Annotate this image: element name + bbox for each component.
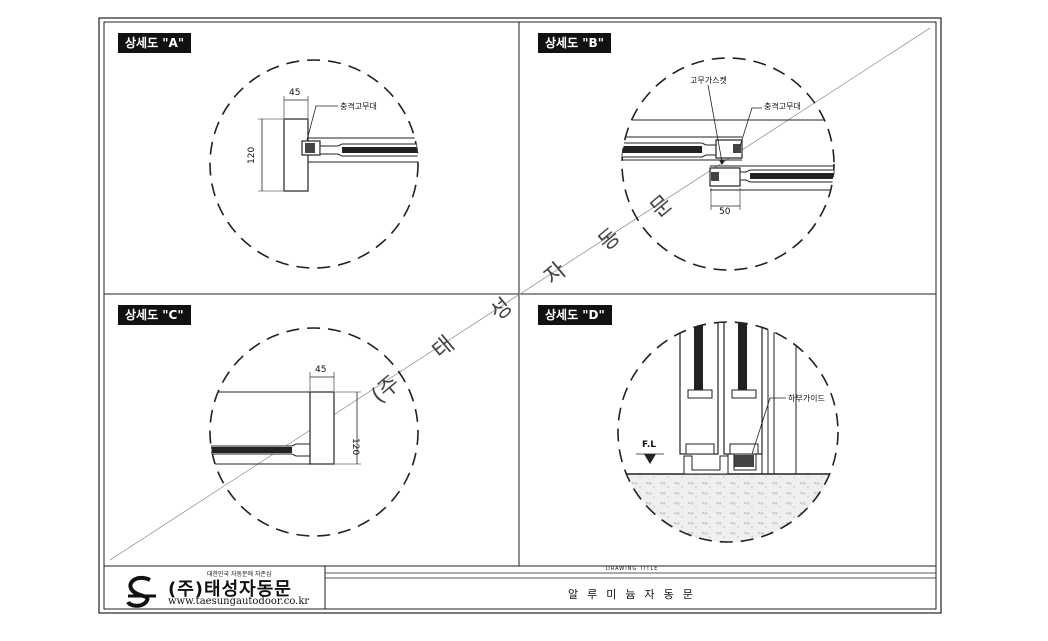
detail-b-callout-bumper: 충격고무대 — [764, 102, 801, 111]
detail-c-height-dim: 120 — [350, 438, 360, 456]
drawing-title: 알루미늄자동문 — [568, 588, 702, 601]
detail-a-drawing — [209, 59, 419, 269]
inner-frame — [103, 21, 937, 610]
detail-a-width-dim: 45 — [289, 88, 301, 98]
detail-d-label: 상세도 "D" — [538, 305, 612, 325]
detail-d-drawing — [617, 321, 839, 543]
detail-a-callout: 충격고무대 — [340, 102, 377, 111]
floor-level-label: F.L — [642, 440, 656, 450]
watermark-diagonal — [109, 27, 931, 561]
detail-c-label: 상세도 "C" — [118, 305, 191, 325]
detail-a-label: 상세도 "A" — [118, 33, 192, 53]
company-url: www.taesungautodoor.co.kr — [168, 596, 310, 607]
company-name: (주)태성자동문 — [168, 579, 292, 600]
company-logo-icon — [126, 575, 156, 608]
detail-b-label: 상세도 "B" — [538, 33, 611, 53]
drawing-title-label: DRAWING TITLE — [606, 566, 659, 572]
detail-a-height-dim: 120 — [247, 146, 257, 164]
detail-d-callout: 하부가이드 — [788, 394, 825, 403]
detail-b-drawing — [621, 57, 835, 271]
outer-frame — [98, 17, 942, 614]
detail-c-drawing — [209, 327, 419, 537]
detail-c-width-dim: 45 — [315, 365, 327, 375]
company-tagline: 대한민국 자동문에 자존심 — [207, 571, 272, 578]
detail-b-width-dim: 50 — [719, 207, 731, 217]
detail-b-callout-gasket: 고무가스켓 — [690, 76, 727, 85]
